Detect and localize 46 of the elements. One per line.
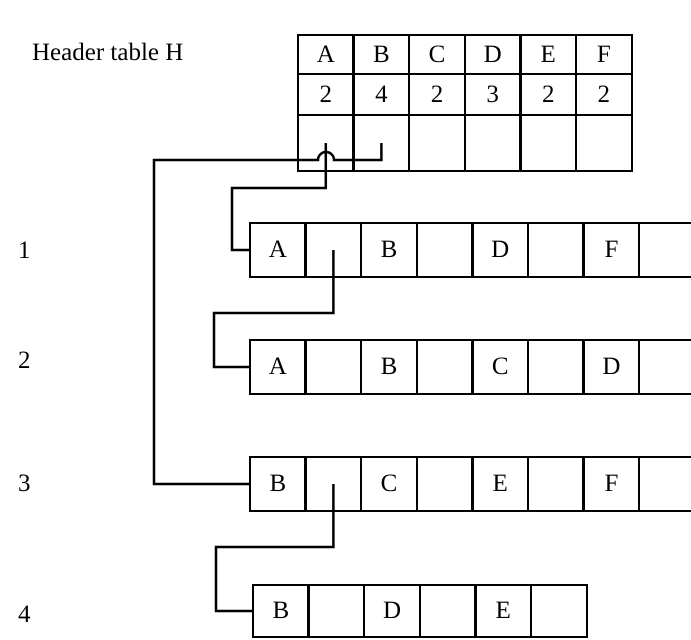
row-number: 2 — [18, 348, 30, 373]
table-cell: B — [352, 34, 410, 76]
table-cell: F — [574, 34, 633, 76]
pointer-cell — [638, 338, 691, 396]
table-title: Header table H — [32, 40, 184, 65]
table-cell: E — [471, 456, 530, 512]
pointer-cell — [416, 338, 474, 396]
table-cell: C — [360, 456, 418, 512]
pointer-cell — [638, 456, 691, 512]
table-cell: D — [464, 34, 522, 76]
pointer-cell — [418, 584, 477, 638]
pointer-cell — [416, 456, 474, 512]
row-number: 4 — [18, 602, 30, 627]
pointer-cell — [526, 338, 585, 396]
pointer-cell — [519, 114, 578, 172]
pointer-cell — [638, 222, 691, 278]
pointer-cell — [296, 114, 355, 172]
pointer-cell — [304, 456, 362, 512]
row-number: 3 — [18, 471, 30, 496]
table-cell: A — [248, 338, 307, 396]
table-cell: B — [248, 456, 307, 512]
pointer-cell — [307, 584, 366, 638]
table-cell: B — [252, 584, 310, 638]
table-cell: F — [582, 456, 640, 512]
pointer-cell — [416, 222, 474, 278]
table-cell: E — [519, 34, 578, 76]
table-cell: D — [471, 222, 530, 278]
pointer-cell — [526, 222, 585, 278]
table-cell: D — [582, 338, 640, 396]
table-cell: E — [474, 584, 532, 638]
pointer-cell — [304, 338, 362, 396]
table-cell: B — [360, 338, 418, 396]
pointer-cell — [530, 584, 588, 638]
pointer-cell — [304, 222, 362, 278]
pointer-cell — [574, 114, 633, 172]
table-cell: D — [362, 584, 422, 638]
table-cell: B — [360, 222, 418, 278]
pointer-cell — [526, 456, 585, 512]
pointer-cell — [464, 114, 522, 172]
table-cell: 2 — [296, 72, 355, 116]
table-cell: C — [471, 338, 530, 396]
row-number: 1 — [18, 238, 30, 263]
table-cell: A — [248, 222, 307, 278]
pointer-cell — [352, 114, 410, 172]
table-cell: A — [296, 34, 355, 76]
table-cell: F — [582, 222, 640, 278]
